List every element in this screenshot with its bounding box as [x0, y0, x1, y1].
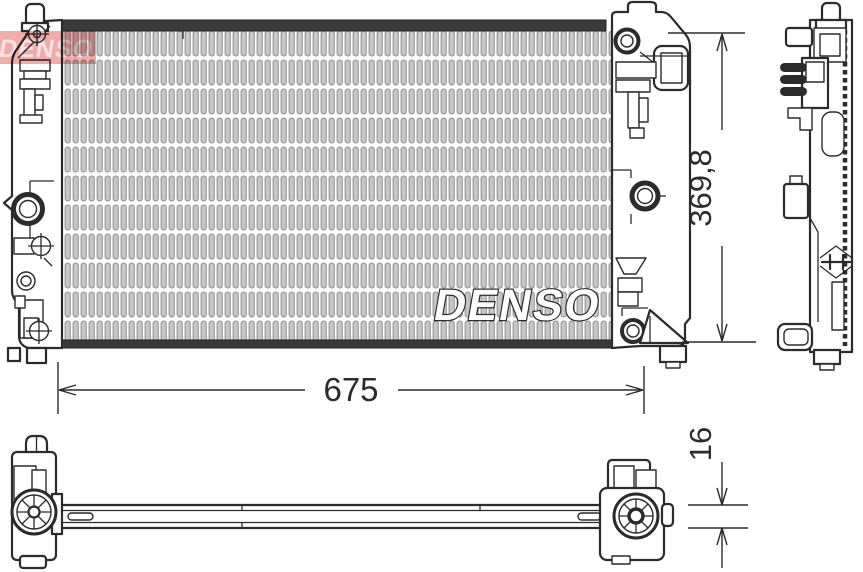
side-slot — [821, 111, 845, 157]
denso-watermark-text: DENSO — [430, 281, 605, 330]
spoked-bushing — [10, 488, 58, 536]
bar-slot — [577, 512, 602, 521]
connector-prong — [780, 63, 807, 72]
side-rib — [831, 281, 845, 331]
gusset-bracket — [638, 308, 690, 345]
inlet-port — [11, 180, 54, 240]
dimension-thickness: 16 — [683, 427, 748, 568]
connector-prong — [780, 87, 807, 96]
sensor-port — [13, 233, 54, 267]
corner-logo: DENSO — [0, 31, 96, 64]
mounting-foot — [25, 346, 48, 365]
lower-bracket — [14, 295, 52, 344]
upper-bracket — [615, 44, 690, 139]
small-port — [16, 271, 36, 291]
side-view — [776, 1, 854, 371]
right-tank — [610, 0, 692, 369]
side-tab — [660, 502, 675, 528]
left-tank — [2, 2, 64, 365]
connector — [780, 56, 830, 131]
mounting-foot — [6, 346, 22, 363]
core-bottom-bar — [61, 339, 613, 349]
dimension-height: 369,8 — [668, 32, 756, 343]
core-watermark: DENSO — [429, 280, 606, 331]
outlet-port — [612, 169, 666, 224]
front-view: DENSO — [2, 0, 692, 369]
bottom-bar — [54, 503, 606, 530]
logo-text: DENSO — [0, 35, 96, 63]
filler-port — [613, 27, 659, 67]
dimension-width: 675 — [57, 362, 645, 414]
foot-tab — [18, 554, 48, 570]
radiator-core — [62, 28, 612, 343]
dimension-thickness-label: 16 — [683, 427, 718, 461]
lower-details — [615, 257, 647, 307]
mounting-foot — [812, 348, 842, 366]
spoked-bushing — [612, 492, 660, 540]
top-arm — [784, 26, 814, 48]
bottom-view — [10, 434, 675, 570]
right-end-fitting — [598, 458, 675, 565]
core-top-bar — [61, 19, 607, 32]
logo-band — [0, 31, 96, 64]
connector-prong — [780, 75, 807, 84]
left-end-fitting — [10, 434, 64, 570]
mounting-foot — [658, 344, 688, 364]
dimension-height-label: 369,8 — [683, 149, 718, 227]
clamp-clip — [819, 245, 853, 279]
mid-bracket — [782, 182, 810, 220]
bar-slot — [67, 512, 94, 521]
dimension-width-label: 675 — [323, 371, 378, 408]
